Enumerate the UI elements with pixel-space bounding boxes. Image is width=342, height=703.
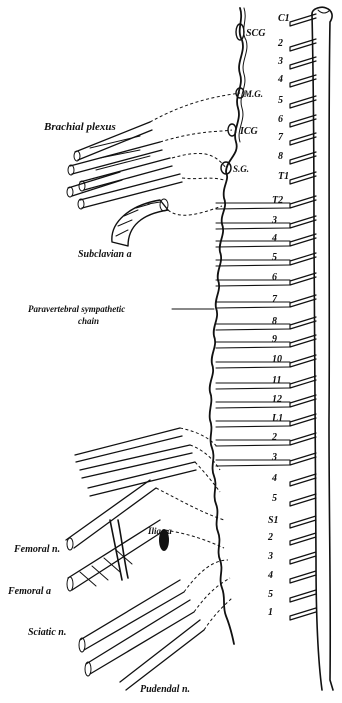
spinal-root — [290, 494, 316, 506]
spinal-root — [290, 433, 316, 445]
brachial-cord-3 — [80, 158, 172, 190]
ramus-communicans — [216, 280, 290, 286]
spinal-root — [290, 335, 316, 347]
spinal-root — [290, 75, 316, 87]
ramus-communicans — [216, 302, 290, 308]
spinal-root — [290, 133, 316, 145]
lumbosacral-plexus — [66, 428, 232, 690]
segment-label: 8 — [278, 151, 283, 162]
spinal-root — [290, 253, 316, 265]
spinal-root — [290, 273, 316, 285]
segment-label: 2 — [271, 432, 277, 443]
sciatic-nerve-1 — [80, 580, 184, 650]
label-sciatic-n: Sciatic n. — [28, 627, 66, 638]
ramus-communicans — [216, 223, 290, 229]
spinal-nerve-roots — [216, 14, 316, 620]
spinal-root — [290, 590, 316, 602]
spinal-root — [290, 355, 316, 367]
segment-label: 4 — [267, 570, 273, 581]
label-pudendal-n: Pudendal n. — [140, 684, 190, 695]
segment-label: 1 — [268, 607, 273, 618]
spinal-root — [290, 516, 316, 528]
spinal-root — [290, 474, 316, 486]
label-subclavian: Subclavian a — [78, 249, 132, 260]
sympathetic-chain — [210, 8, 243, 644]
lumbar-cord-3 — [88, 462, 196, 496]
segment-label: 4 — [271, 473, 277, 484]
segment-label: S1 — [268, 515, 279, 526]
label-sg: S.G. — [233, 164, 249, 174]
label-paravertebral-line1: Paravertebral sympathetic — [28, 304, 125, 314]
segment-label: 5 — [272, 252, 277, 263]
segment-label: 4 — [271, 233, 277, 244]
spinal-root — [290, 533, 316, 545]
spinal-root — [290, 152, 316, 164]
segment-label: L1 — [271, 413, 283, 424]
spinal-root — [290, 196, 316, 208]
segment-label: 3 — [271, 215, 277, 226]
spinal-root — [290, 571, 316, 583]
segment-label: 10 — [272, 354, 282, 365]
segment-label: 11 — [272, 375, 281, 386]
spinal-root — [290, 96, 316, 108]
label-femoral-a: Femoral a — [7, 586, 51, 597]
label-icg: ICG — [239, 126, 259, 137]
ramus-communicans — [216, 440, 290, 446]
cord-top-curl — [318, 10, 330, 13]
segment-label: 12 — [272, 394, 282, 405]
lumbar-cord-1 — [75, 428, 182, 462]
ramus-communicans — [216, 342, 290, 348]
spinal-root — [290, 376, 316, 388]
spinal-root — [290, 453, 316, 465]
spinal-root — [290, 608, 316, 620]
ramus-communicans — [216, 460, 290, 466]
ramus-communicans — [216, 324, 290, 330]
spinal-cord — [312, 7, 333, 690]
ramus-communicans — [216, 241, 290, 247]
ramus-communicans — [216, 260, 290, 266]
segment-label: T2 — [272, 195, 283, 206]
segment-label: 7 — [278, 132, 284, 143]
segment-label: 3 — [267, 551, 273, 562]
segment-label: 5 — [278, 95, 283, 106]
label-femoral-n: Femoral n. — [13, 544, 60, 555]
brachial-cord-4 — [68, 172, 122, 196]
spinal-root — [290, 216, 316, 228]
label-brachial-plexus: Brachial plexus — [43, 121, 116, 133]
segment-label: 2 — [267, 532, 273, 543]
spinal-root — [290, 414, 316, 426]
brachial-plexus — [67, 93, 240, 209]
segment-label: 6 — [278, 114, 283, 125]
segment-label: 2 — [277, 38, 283, 49]
segment-label: T1 — [278, 171, 289, 182]
label-mg: M.G. — [243, 89, 263, 99]
spinal-root — [290, 295, 316, 307]
segment-label: 9 — [272, 334, 277, 345]
segment-label: 3 — [271, 452, 277, 463]
segment-label: 7 — [272, 294, 278, 305]
segment-label: 8 — [272, 316, 277, 327]
label-iliac: Iliac a — [147, 526, 172, 536]
spinal-root — [290, 552, 316, 564]
spinal-root — [290, 317, 316, 329]
subclavian-artery — [112, 199, 222, 246]
segment-label: 4 — [277, 74, 283, 85]
spinal-root — [290, 115, 316, 127]
label-paravertebral-line2: chain — [78, 316, 99, 326]
segment-label: 5 — [268, 589, 273, 600]
segment-label: C1 — [278, 13, 290, 24]
spinal-root — [290, 234, 316, 246]
segment-label: 5 — [272, 493, 277, 504]
segment-label: 6 — [272, 272, 277, 283]
spinal-root — [290, 395, 316, 407]
spinal-root — [290, 172, 316, 184]
label-scg: SCG — [246, 28, 266, 39]
segment-label: 3 — [277, 56, 283, 67]
